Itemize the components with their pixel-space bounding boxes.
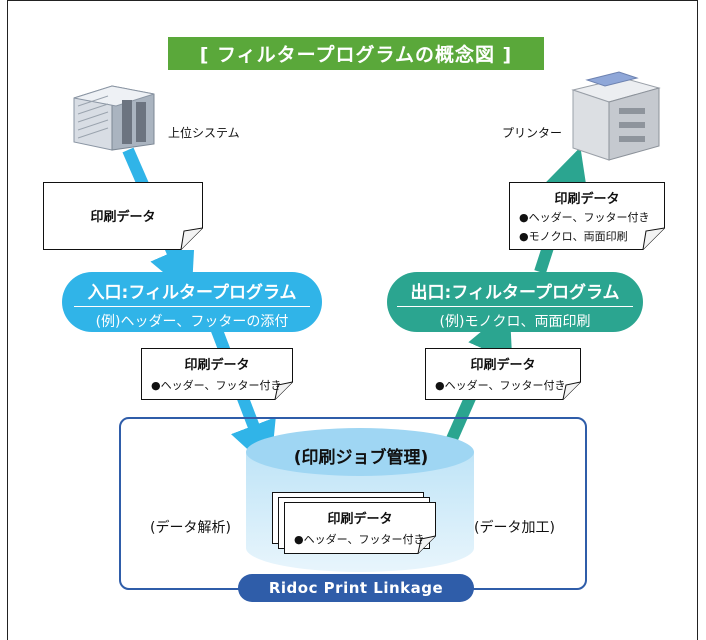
doc-note: ●ヘッダー、フッター付き: [294, 533, 425, 546]
doc-title: 印刷データ: [90, 210, 156, 225]
input-filter-program: 入口:フィルタープログラム (例)ヘッダー、フッターの添付: [62, 272, 322, 332]
data-analysis-label: (データ解析): [150, 520, 231, 536]
data-processing-label: (データ加工): [474, 520, 555, 536]
doc-title: 印刷データ: [184, 358, 250, 373]
ridoc-print-linkage-badge: Ridoc Print Linkage: [238, 574, 474, 602]
input-filter-title: 入口:フィルタープログラム: [73, 278, 311, 307]
output-filter-title: 出口:フィルタープログラム: [396, 278, 634, 307]
doc-title: 印刷データ: [554, 192, 620, 207]
print-data-doc-printer: 印刷データ ●ヘッダー、フッター付き ●モノクロ、両面印刷: [509, 182, 665, 250]
input-filter-subtitle: (例)ヘッダー、フッターの添付: [95, 314, 289, 330]
printer-label: プリンター: [502, 126, 563, 140]
print-data-doc-output: 印刷データ ●ヘッダー、フッター付き: [425, 348, 581, 400]
doc-note: ●ヘッダー、フッター付き: [519, 211, 650, 224]
doc-note: ●ヘッダー、フッター付き: [435, 379, 566, 392]
doc-title: 印刷データ: [327, 512, 393, 527]
server-icon: [73, 85, 155, 151]
job-management-label: (印刷ジョブ管理): [293, 448, 429, 468]
print-data-doc-input: 印刷データ ●ヘッダー、フッター付き: [141, 348, 293, 400]
doc-title: 印刷データ: [470, 358, 536, 373]
output-filter-subtitle: (例)モノクロ、両面印刷: [439, 314, 591, 330]
diagram-frame: [7, 0, 698, 640]
print-data-doc-host: 印刷データ: [43, 182, 203, 250]
output-filter-program: 出口:フィルタープログラム (例)モノクロ、両面印刷: [387, 272, 643, 332]
diagram-title: [ フィルタープログラムの概念図 ]: [168, 37, 544, 70]
host-system-label: 上位システム: [168, 126, 240, 140]
doc-note: ●ヘッダー、フッター付き: [151, 379, 282, 392]
printer-icon: [571, 71, 661, 161]
print-data-doc-stored: 印刷データ ●ヘッダー、フッター付き: [284, 502, 436, 554]
doc-note: ●モノクロ、両面印刷: [519, 230, 628, 243]
